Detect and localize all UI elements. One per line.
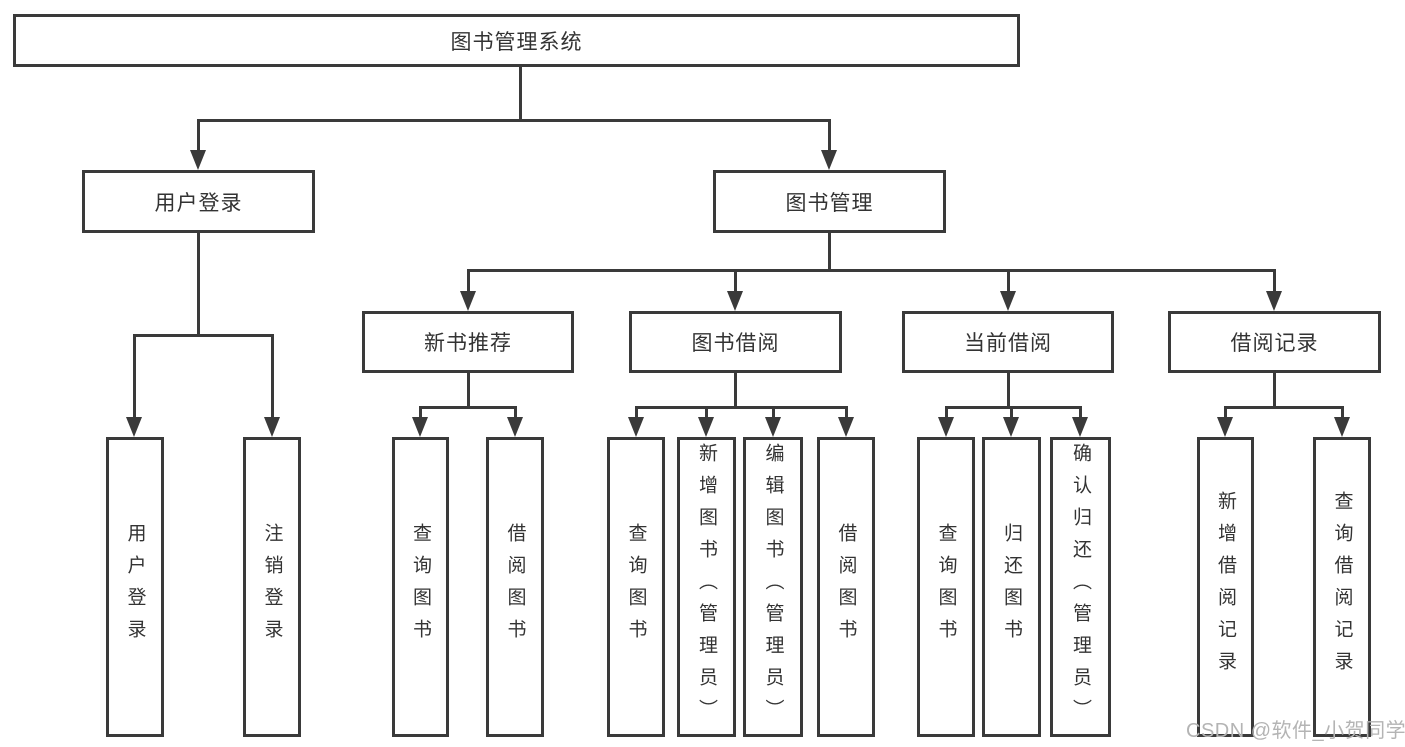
connector-branch-line [418,405,517,409]
node-new-book-recommendation: 新书推荐 [362,311,574,373]
arrowhead-down-icon [628,417,644,437]
connector-drop-line [1272,373,1276,407]
leaf-query-books-borrowing: 查询图书 [607,437,665,737]
node-label: 当前借阅 [964,332,1052,355]
connector-arrow-line [132,335,136,421]
connector-arrow-line [513,407,517,421]
connector-arrow-line [1223,407,1227,421]
watermark-text: CSDN @软件_小贺同学 [1186,720,1405,742]
connector-arrow-line [1006,270,1010,295]
leaf-label: 归还图书 [1001,523,1022,651]
node-book-borrowing: 图书借阅 [629,311,842,373]
leaf-label: 用户登录 [124,523,146,651]
arrowhead-down-icon [1334,417,1350,437]
node-borrowing-records: 借阅记录 [1168,311,1381,373]
node-current-borrowing: 当前借阅 [902,311,1114,373]
node-label: 借阅记录 [1230,332,1319,355]
arrowhead-down-icon [126,417,142,437]
leaf-borrow-books-recommend: 借阅图书 [486,437,544,737]
node-user-login: 用户登录 [82,170,315,233]
connector-arrow-line [634,407,638,421]
connector-branch-line [944,405,1082,409]
connector-drop-line [733,373,737,407]
node-label: 用户登录 [154,191,243,215]
node-label: 图书管理系统 [450,30,583,54]
arrowhead-down-icon [938,417,954,437]
arrowhead-down-icon [1217,417,1233,437]
node-library-management-system: 图书管理系统 [13,14,1020,67]
arrowhead-down-icon [190,150,206,170]
leaf-borrow-books-borrowing: 借阅图书 [817,437,875,737]
arrowhead-down-icon [765,417,781,437]
leaf-query-books-recommend: 查询图书 [392,437,449,737]
node-label: 图书借阅 [691,332,780,355]
arrowhead-down-icon [838,417,854,437]
connector-arrow-line [1272,270,1276,295]
node-label: 新书推荐 [424,332,512,355]
connector-arrow-line [827,120,831,154]
connector-arrow-line [1340,407,1344,421]
connector-drop-line [466,373,470,407]
leaf-edit-book-admin: 编辑图书（管理员） [743,437,803,737]
arrowhead-down-icon [1072,417,1088,437]
arrowhead-down-icon [821,150,837,170]
arrowhead-down-icon [507,417,523,437]
arrowhead-down-icon [1000,291,1016,311]
leaf-logout: 注销登录 [243,437,301,737]
leaf-label: 新增借阅记录 [1215,491,1236,683]
arrowhead-down-icon [727,291,743,311]
node-label: 图书管理 [785,191,874,215]
arrowhead-down-icon [1266,291,1282,311]
leaf-label: 查询借阅记录 [1331,491,1353,683]
connector-branch-line [196,118,831,122]
leaf-label: 查询图书 [935,523,957,651]
connector-drop-line [1006,373,1010,407]
leaf-label: 确认归还（管理员） [1070,443,1091,731]
arrowhead-down-icon [412,417,428,437]
connector-arrow-line [944,407,948,421]
leaf-label: 查询图书 [410,523,431,651]
connector-branch-line [634,405,848,409]
connector-drop-line [518,67,522,120]
leaf-user-login: 用户登录 [106,437,164,737]
connector-drop-line [827,233,831,270]
leaf-label: 借阅图书 [835,523,857,651]
leaf-query-borrow-record: 查询借阅记录 [1313,437,1371,737]
connector-arrow-line [1078,407,1082,421]
arrowhead-down-icon [1003,417,1019,437]
leaf-query-books-current: 查询图书 [917,437,975,737]
connector-arrow-line [196,120,200,154]
leaf-confirm-return-admin: 确认归还（管理员） [1050,437,1111,737]
leaf-label: 查询图书 [625,523,647,651]
leaf-label: 编辑图书（管理员） [762,443,784,731]
leaf-add-book-admin: 新增图书（管理员） [677,437,736,737]
connector-branch-line [1223,405,1344,409]
arrowhead-down-icon [264,417,280,437]
leaf-add-borrow-record: 新增借阅记录 [1197,437,1254,737]
connector-arrow-line [1009,407,1013,421]
connector-arrow-line [466,270,470,295]
connector-arrow-line [771,407,775,421]
arrowhead-down-icon [698,417,714,437]
connector-arrow-line [704,407,708,421]
connector-arrow-line [418,407,422,421]
leaf-label: 新增图书（管理员） [696,443,717,731]
node-book-management: 图书管理 [713,170,946,233]
arrowhead-down-icon [460,291,476,311]
connector-arrow-line [733,270,737,295]
leaf-label: 借阅图书 [504,523,526,651]
connector-drop-line [196,233,200,335]
connector-arrow-line [844,407,848,421]
connector-arrow-line [270,335,274,421]
connector-branch-line [466,268,1276,272]
leaf-return-book: 归还图书 [982,437,1041,737]
connector-branch-line [132,333,274,337]
leaf-label: 注销登录 [261,523,283,651]
